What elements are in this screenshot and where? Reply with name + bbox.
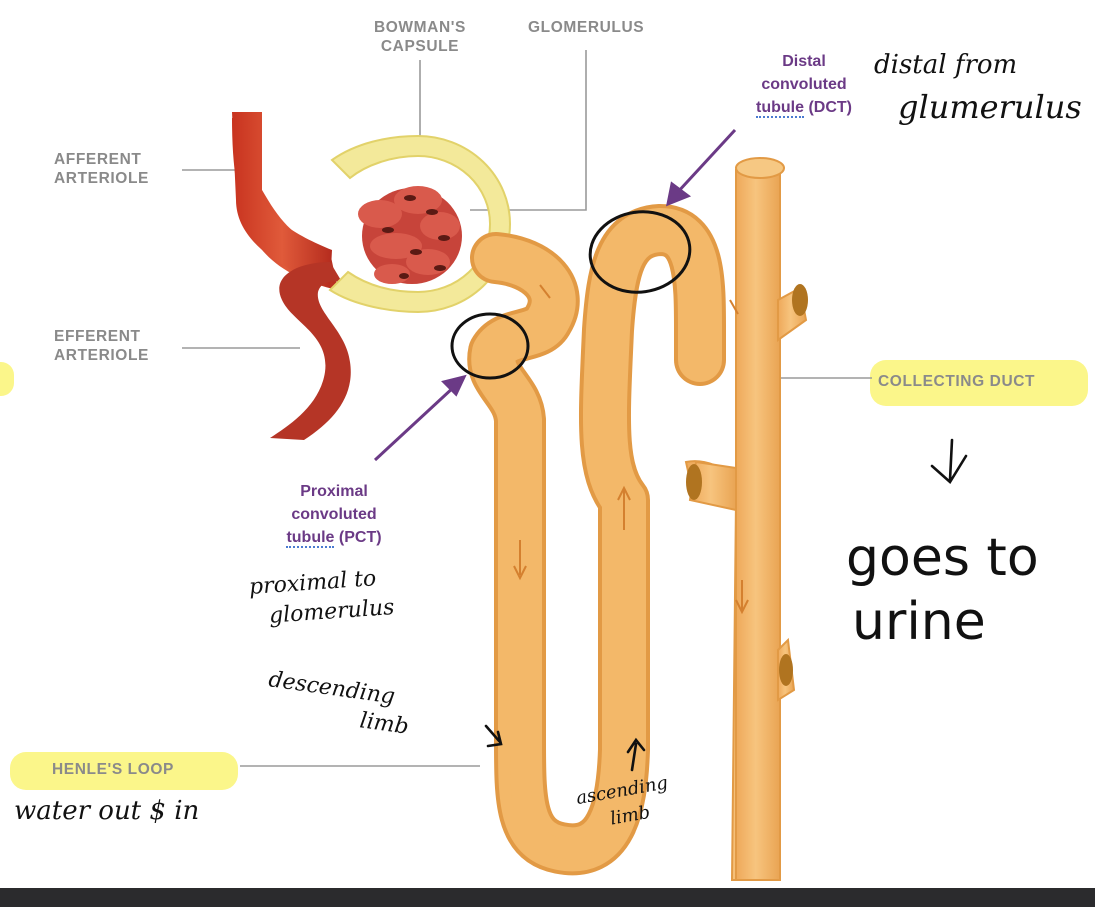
collecting-duct-shape <box>684 157 808 881</box>
ascending-arrow <box>626 737 646 772</box>
pct-term: tubule <box>286 529 335 548</box>
tubule-system <box>467 204 726 876</box>
glomerulus-cluster <box>358 186 462 284</box>
collecting-duct-highlight <box>870 360 1088 406</box>
glomerulus-label: GLOMERULUS <box>528 19 645 36</box>
urine-down-arrow <box>930 438 968 485</box>
left-edge-highlight <box>0 362 14 396</box>
pct-circle-annotation <box>450 312 530 380</box>
afferent-arteriole-body <box>232 112 332 288</box>
distal-note: distal from glumerulus <box>874 50 1082 126</box>
collecting-duct-label: COLLECTING DUCT <box>878 373 1036 390</box>
efferent-arteriole <box>270 262 351 440</box>
pct-label: Proximal convoluted tubule (PCT) <box>286 483 382 548</box>
descending-arrow <box>484 724 503 748</box>
afferent-arteriole-label: AFFERENT ARTERIOLE <box>54 151 149 187</box>
dct-circle-annotation <box>588 210 692 294</box>
hand-arrows <box>484 438 968 772</box>
efferent-arteriole-label: EFFERENT ARTERIOLE <box>54 328 149 364</box>
ascending-limb <box>550 490 634 860</box>
dct-term: tubule <box>756 99 804 118</box>
bowmans-capsule-label: BOWMAN'S CAPSULE <box>373 19 466 55</box>
water-note: water out $ in <box>14 796 200 826</box>
bottom-bar <box>0 888 1095 907</box>
urine-note: goes to urine <box>846 528 1039 652</box>
purple-arrows <box>373 128 737 462</box>
flow-arrows <box>513 284 749 615</box>
dct-label: Distal convoluted tubule (DCT) <box>756 53 852 118</box>
bowmans-capsule <box>328 134 511 314</box>
henles-loop-highlight <box>10 752 238 790</box>
henles-loop-label: HENLE'S LOOP <box>52 761 174 778</box>
proximal-note: proximal to glomerulus <box>248 566 396 629</box>
descending-limb <box>510 410 570 858</box>
